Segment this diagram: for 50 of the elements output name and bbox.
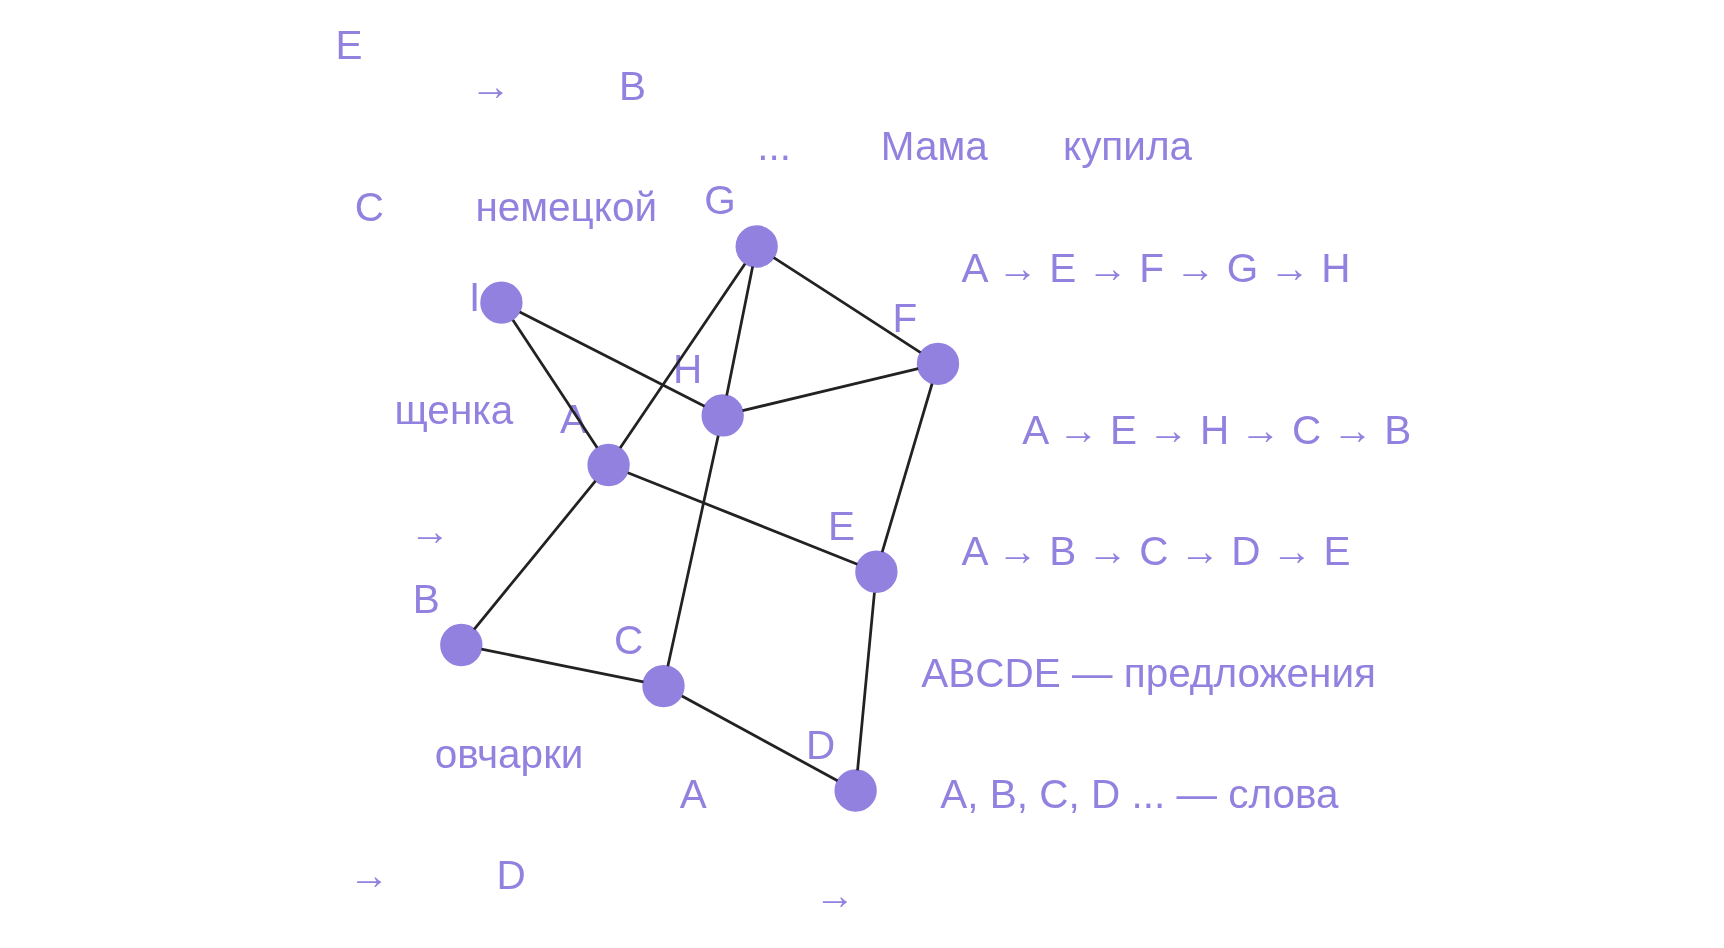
label: купила <box>1062 123 1192 170</box>
label: B <box>618 62 646 109</box>
node-label: E <box>827 502 855 549</box>
node-label: B <box>412 576 440 622</box>
node-circle <box>701 394 744 437</box>
node-circle <box>641 664 685 708</box>
connector <box>741 367 918 412</box>
connector <box>626 471 858 566</box>
node-circle <box>854 550 898 593</box>
label: → <box>470 62 511 109</box>
node-label: D <box>805 721 835 768</box>
label: A <box>679 771 707 818</box>
connector <box>666 435 720 667</box>
label: → <box>348 852 390 899</box>
connector <box>880 383 933 553</box>
node-circle <box>479 281 523 324</box>
label: C <box>354 184 384 231</box>
label: A → B → C → D → E <box>961 528 1351 575</box>
label: E <box>335 22 363 69</box>
connector <box>724 266 754 396</box>
label: овчарки <box>434 730 583 777</box>
connector <box>680 694 838 782</box>
node-circle <box>916 342 959 385</box>
node-label: G <box>703 177 736 224</box>
connector <box>618 262 746 449</box>
label: ABCDE — предложения <box>920 649 1376 696</box>
connector <box>480 647 644 684</box>
label: → <box>814 872 855 919</box>
label: D <box>495 852 526 899</box>
label: ... <box>756 123 791 170</box>
node-circle <box>586 443 630 487</box>
node-label: F <box>892 294 917 341</box>
connector <box>855 592 876 771</box>
node-label: H <box>672 346 702 393</box>
node-label: I <box>468 274 480 321</box>
node-circle <box>735 225 778 268</box>
label: A → E → H → C → B <box>1021 406 1411 453</box>
node-label: C <box>613 617 643 664</box>
connector <box>472 480 597 631</box>
connector <box>772 256 921 354</box>
node-circle <box>833 769 877 812</box>
node-circle <box>439 623 482 667</box>
label: A, B, C, D ... — слова <box>939 771 1339 818</box>
label: A → E → F → G → H <box>961 244 1351 291</box>
label: щенка <box>394 386 513 433</box>
label: Мама <box>880 123 988 170</box>
connector <box>518 310 705 408</box>
label: → <box>409 508 450 555</box>
connector <box>511 319 598 449</box>
label: немецкой <box>474 184 657 231</box>
